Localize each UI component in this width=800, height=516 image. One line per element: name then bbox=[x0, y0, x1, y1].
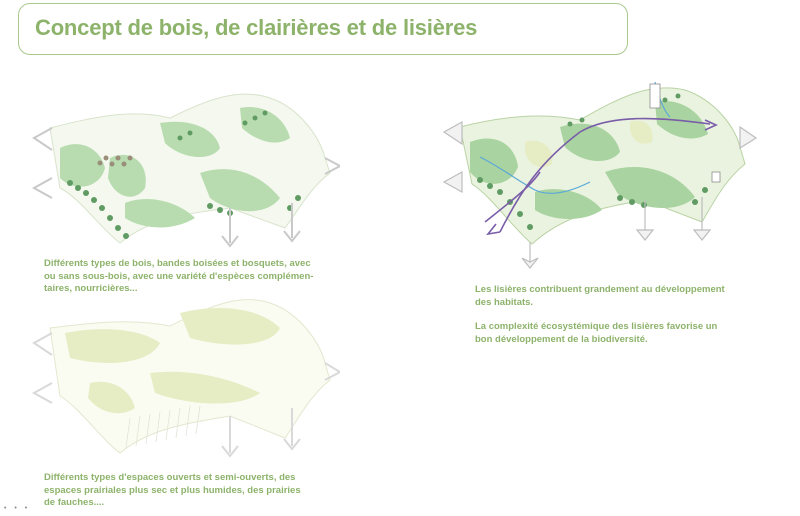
caption-line: taires, nourricières... bbox=[44, 283, 138, 294]
site-arrows bbox=[31, 332, 340, 458]
caption-line: Différents types d'espaces ouverts et se… bbox=[44, 472, 296, 483]
caption-woods: Différents types de bois, bandes boisées… bbox=[44, 258, 313, 296]
woodland-patches bbox=[470, 101, 708, 220]
bosquet-cluster bbox=[97, 155, 133, 167]
paragraph-gap bbox=[475, 309, 725, 321]
page-title: Concept de bois, de clairières et de lis… bbox=[35, 15, 478, 40]
caption-open-spaces: Différents types d'espaces ouverts et se… bbox=[44, 472, 301, 510]
woodland-patches bbox=[60, 107, 290, 228]
site-arrows bbox=[31, 127, 340, 248]
caption-line: Les lisières contribuent grandement au d… bbox=[475, 284, 725, 295]
path-network bbox=[484, 117, 718, 236]
building-footprints bbox=[649, 83, 721, 183]
hatched-fauche-area bbox=[125, 405, 201, 449]
title-box: Concept de bois, de clairières et de lis… bbox=[18, 3, 628, 55]
caption-edges: Les lisières contribuent grandement au d… bbox=[475, 284, 725, 346]
caption-line: ou sans sous-bois, avec une variété d'es… bbox=[44, 270, 314, 282]
caption-line: espaces prairiales plus sec et plus humi… bbox=[44, 484, 301, 496]
caption-line: de fauches.... bbox=[44, 497, 105, 508]
edge-tree-lines bbox=[477, 93, 718, 230]
edges-concept-map bbox=[442, 81, 758, 269]
caption-line: des habitats. bbox=[475, 296, 534, 308]
open-spaces-concept-map bbox=[31, 299, 340, 458]
meadow-patches bbox=[65, 308, 280, 414]
caption-line: La complexité écosystémique des lisières… bbox=[475, 321, 718, 332]
woods-concept-map bbox=[31, 93, 340, 248]
slide-dots: • • • bbox=[4, 505, 31, 512]
caption-line: bon développement de la biodiversité. bbox=[475, 333, 648, 345]
caption-line: Différents types de bois, bandes boisées… bbox=[44, 258, 311, 269]
meadow-patches bbox=[525, 120, 653, 168]
site-arrows bbox=[442, 120, 758, 269]
